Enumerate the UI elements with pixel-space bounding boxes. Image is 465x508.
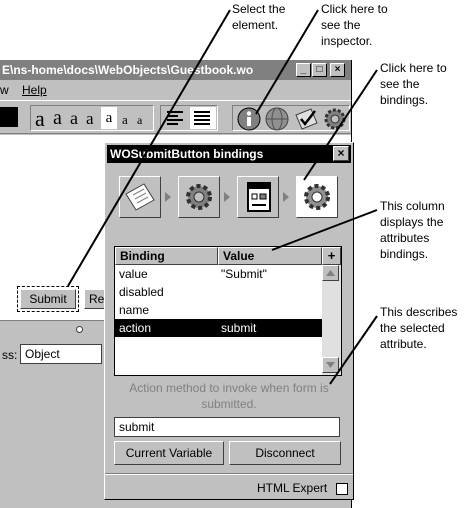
tool-icons xyxy=(232,105,350,131)
globe-icon[interactable] xyxy=(265,107,289,131)
form-icon xyxy=(247,182,271,212)
binding-value-field[interactable]: submit xyxy=(114,417,340,437)
callout-describes: This describes the selected attribute. xyxy=(380,305,458,351)
toolbar: a a a a a a a xyxy=(0,100,351,134)
bindings-icon-button[interactable] xyxy=(296,176,338,218)
menu-item-window[interactable]: w xyxy=(0,83,9,97)
check-document-icon[interactable] xyxy=(293,107,319,131)
selection-outline xyxy=(17,286,79,312)
scroll-down-icon[interactable] xyxy=(322,357,339,373)
menu-item-help[interactable]: Help xyxy=(22,83,47,97)
callout-inspector: Click here to see the inspector. xyxy=(321,2,388,48)
html-expert-label: HTML Expert xyxy=(257,481,328,495)
attributes-icon-button[interactable] xyxy=(119,176,161,218)
document-icon xyxy=(125,183,155,211)
table-row[interactable]: disabled xyxy=(115,283,322,301)
html-expert-checkbox[interactable] xyxy=(336,483,348,495)
inspector-icon[interactable] xyxy=(237,107,261,131)
column-header-binding[interactable]: Binding xyxy=(115,247,218,265)
minimize-icon[interactable]: _ xyxy=(296,63,311,77)
font-size-1[interactable]: a xyxy=(137,113,143,127)
scroll-up-icon[interactable] xyxy=(322,265,339,281)
class-label: ss: xyxy=(2,348,18,362)
bindings-inspector: WOSubmitButton bindings × xyxy=(104,142,354,500)
disconnect-button[interactable]: Disconnect xyxy=(229,441,341,465)
radio-icon[interactable] xyxy=(76,326,83,333)
form-icon-button[interactable] xyxy=(237,176,279,218)
gear-bindings-icon xyxy=(304,184,330,210)
reset-button[interactable]: Re xyxy=(84,289,106,309)
maximize-icon[interactable]: □ xyxy=(312,63,327,77)
gear-icon[interactable] xyxy=(323,107,347,131)
inspector-close-icon[interactable]: × xyxy=(333,146,349,161)
color-swatch[interactable] xyxy=(0,107,18,127)
binding-value: submit xyxy=(221,321,257,335)
align-left-icon[interactable] xyxy=(167,111,185,125)
font-size-2[interactable]: a xyxy=(122,112,128,127)
font-size-group: a a a a a a a xyxy=(30,105,154,131)
align-justify-icon[interactable] xyxy=(194,111,212,125)
arrow-right-icon xyxy=(165,192,171,202)
font-size-6[interactable]: a xyxy=(53,107,62,129)
add-binding-icon[interactable]: + xyxy=(322,247,341,265)
font-size-4[interactable]: a xyxy=(86,109,94,128)
callout-select-element: Select the element. xyxy=(232,2,286,32)
font-size-7[interactable]: a xyxy=(35,106,45,131)
binding-name: name xyxy=(119,303,150,317)
table-row-selected[interactable]: action submit xyxy=(115,319,322,337)
inspector-title: WOSubmitButton bindings xyxy=(107,145,351,163)
binding-name: value xyxy=(119,267,148,281)
arrow-right-icon xyxy=(224,192,230,202)
callout-column: This column displays the attributes bind… xyxy=(380,199,445,261)
column-header-value[interactable]: Value xyxy=(218,247,322,265)
class-field[interactable]: Object xyxy=(20,344,102,364)
table-scrollbar[interactable] xyxy=(322,265,341,375)
menubar: w Help xyxy=(0,80,351,100)
binding-value: "Submit" xyxy=(221,267,267,281)
table-row[interactable]: name xyxy=(115,301,322,319)
bindings-table: Binding Value + value "Submit" disabled … xyxy=(114,246,342,376)
table-row[interactable]: value "Submit" xyxy=(115,265,322,283)
font-size-3[interactable]: a xyxy=(101,107,117,129)
close-icon[interactable]: × xyxy=(330,63,345,77)
callout-bindings: Click here to see the bindings. xyxy=(380,61,447,107)
align-group xyxy=(160,105,218,131)
current-variable-button[interactable]: Current Variable xyxy=(114,441,224,465)
binding-name: disabled xyxy=(119,285,164,299)
gear-icon xyxy=(186,184,212,210)
arrow-right-icon xyxy=(283,192,289,202)
gear-icon-button[interactable] xyxy=(178,176,220,218)
submit-button[interactable]: Submit xyxy=(20,289,76,309)
binding-name: action xyxy=(119,321,152,335)
attribute-description: Action method to invoke when form is sub… xyxy=(129,381,329,411)
font-size-5[interactable]: a xyxy=(70,108,78,128)
